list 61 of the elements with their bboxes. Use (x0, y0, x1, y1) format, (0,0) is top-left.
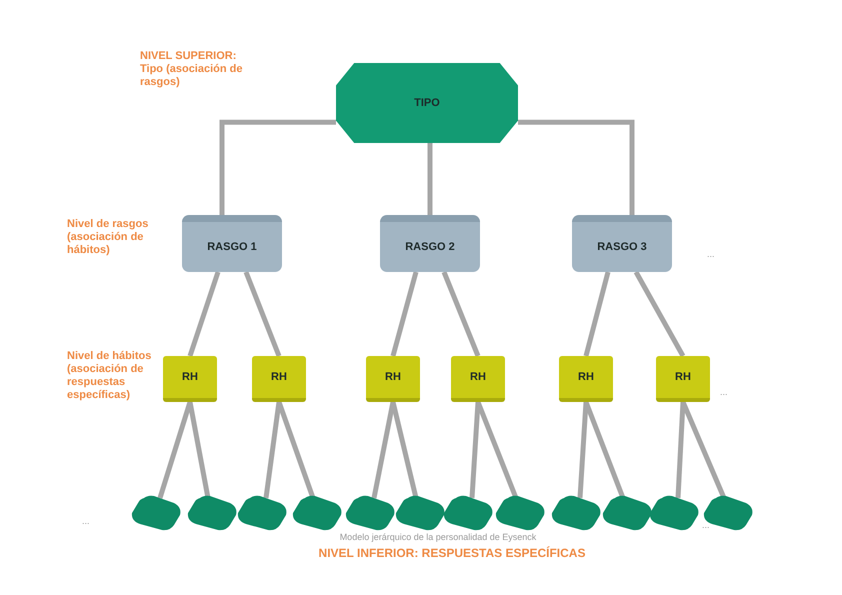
connector-line (634, 270, 686, 358)
connector-line (390, 401, 418, 499)
node-label: RASGO 3 (597, 241, 647, 253)
connector-line (264, 402, 282, 498)
connector-line (428, 143, 432, 215)
habit-box (252, 356, 306, 402)
level-heading: NIVEL INFERIOR: RESPUESTAS ESPECÍFICAS (318, 547, 586, 560)
trait-box (572, 215, 672, 272)
connector-line (390, 271, 418, 357)
connector-line (158, 401, 192, 499)
leaf-shape (236, 495, 288, 531)
connector-line (518, 120, 634, 215)
connector-line (442, 271, 480, 357)
node-label: RH (470, 371, 486, 383)
note-text: ... (82, 516, 91, 527)
trait-box (380, 215, 480, 272)
connector-line (676, 402, 686, 498)
habit-box (163, 356, 217, 402)
habit-box (451, 356, 505, 402)
connector-line (680, 401, 726, 499)
connector-line (476, 401, 518, 499)
connector-line (276, 401, 316, 499)
level-description: Nivel de rasgos (asociación de hábitos) (67, 218, 150, 257)
leaf-shape (186, 495, 238, 531)
habit-box (366, 356, 420, 402)
connector-line (584, 401, 626, 499)
note-text: ... (707, 249, 716, 260)
node-label: RASGO 2 (405, 241, 455, 253)
connector-line (584, 271, 610, 357)
node-label: RH (675, 371, 691, 383)
connector-line (188, 271, 220, 357)
leaf-shape (648, 495, 700, 531)
node-label: RH (385, 371, 401, 383)
leaf-shape (601, 495, 653, 531)
connector-line (244, 271, 282, 357)
level-description: Nivel de hábitos (asociación de respuestas específicas) (67, 350, 152, 402)
habit-box (656, 356, 710, 402)
trait-box (182, 215, 282, 272)
note-text: Modelo jerárquico de la personalidad de Eysenck (338, 532, 538, 543)
connector-line (470, 402, 480, 498)
level-description: NIVEL SUPERIOR: Tipo (asociación de rasgos) (140, 50, 244, 89)
node-label: RASGO 1 (207, 241, 257, 253)
leaf-shape (702, 495, 754, 531)
leaf-shape (344, 495, 396, 531)
node-label: RH (182, 371, 198, 383)
leaf-shape (394, 495, 446, 531)
connector-line (372, 402, 396, 498)
habit-box (559, 356, 613, 402)
leaf-shape (442, 495, 494, 531)
node-label: TIPO (414, 97, 440, 109)
connector-line (188, 402, 210, 498)
leaf-shape (291, 495, 343, 531)
connector-line (220, 120, 336, 215)
note-text: ... (720, 387, 729, 398)
connector-line (578, 402, 588, 498)
leaf-shape (494, 495, 546, 531)
leaf-shape (130, 495, 182, 531)
node-label: RH (578, 371, 594, 383)
node-label: RH (271, 371, 287, 383)
note-text: ... (702, 520, 711, 531)
leaf-shape (550, 495, 602, 531)
